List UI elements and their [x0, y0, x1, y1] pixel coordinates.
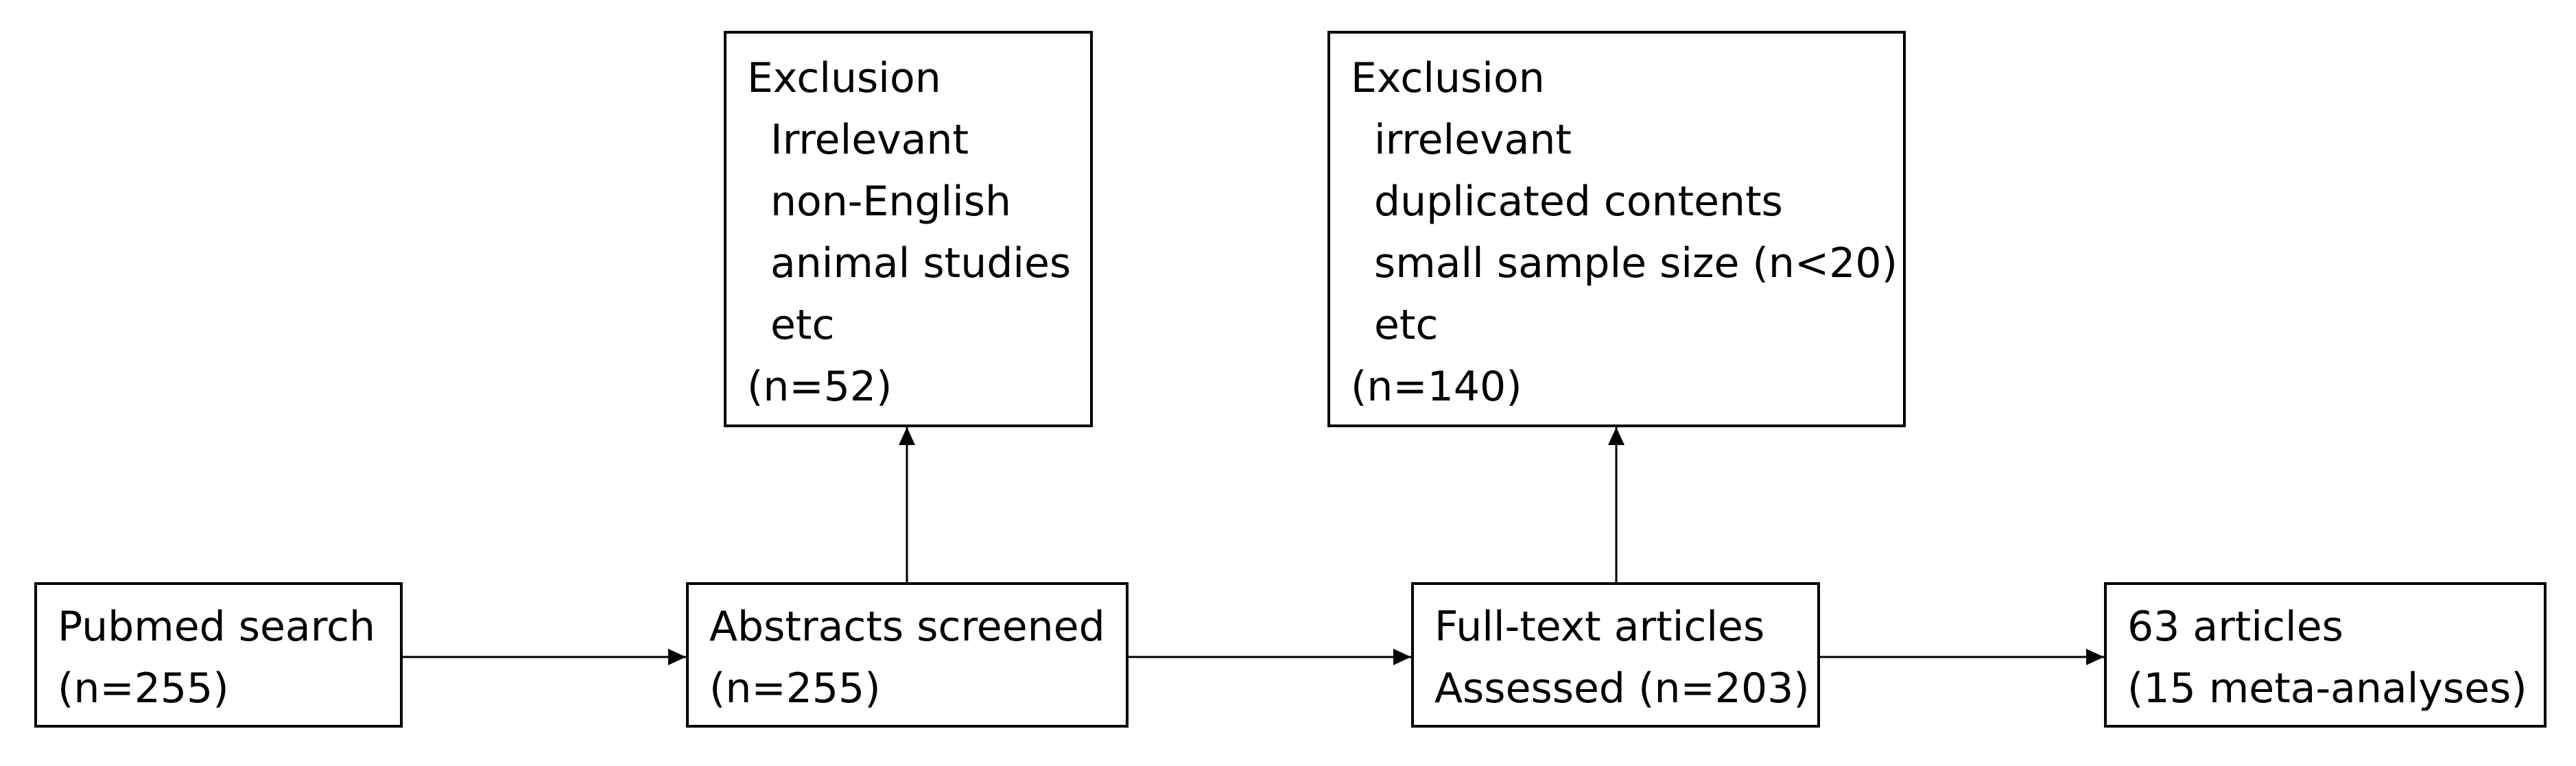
exclusion-count: (n=140): [1351, 363, 1522, 411]
final-articles-box: 63 articles (15 meta-analyses): [2104, 582, 2547, 728]
pubmed-search-box: Pubmed search (n=255): [34, 582, 403, 728]
exclusion-item: duplicated contents: [1374, 178, 1783, 226]
fulltext-articles-box: Full-text articles Assessed (n=203): [1411, 582, 1820, 728]
exclusion-item: irrelevant: [1374, 116, 1572, 164]
abstracts-screened-box: Abstracts screened (n=255): [686, 582, 1129, 728]
exclusion-item: etc: [770, 301, 835, 349]
exclusion-item: etc: [1374, 301, 1439, 349]
exclusion-title: Exclusion: [747, 54, 941, 102]
fulltext-articles-label: Full-text articles: [1434, 603, 1765, 651]
abstracts-screened-label: Abstracts screened: [709, 603, 1105, 651]
pubmed-search-count: (n=255): [58, 665, 229, 713]
exclusion-box-abstracts: Exclusion Irrelevant non-English animal …: [724, 31, 1093, 427]
fulltext-articles-count: Assessed (n=203): [1434, 665, 1810, 713]
exclusion-item: animal studies: [770, 239, 1072, 287]
exclusion-item: small sample size (n<20): [1374, 239, 1898, 287]
pubmed-search-label: Pubmed search: [58, 603, 376, 651]
exclusion-count: (n=52): [747, 363, 893, 411]
abstracts-screened-count: (n=255): [709, 665, 881, 713]
exclusion-item: non-English: [770, 178, 1012, 226]
exclusion-item: Irrelevant: [770, 116, 969, 164]
final-articles-count: (15 meta-analyses): [2127, 665, 2527, 713]
exclusion-box-fulltext: Exclusion irrelevant duplicated contents…: [1327, 31, 1906, 427]
final-articles-label: 63 articles: [2127, 603, 2343, 651]
exclusion-title: Exclusion: [1351, 54, 1545, 102]
